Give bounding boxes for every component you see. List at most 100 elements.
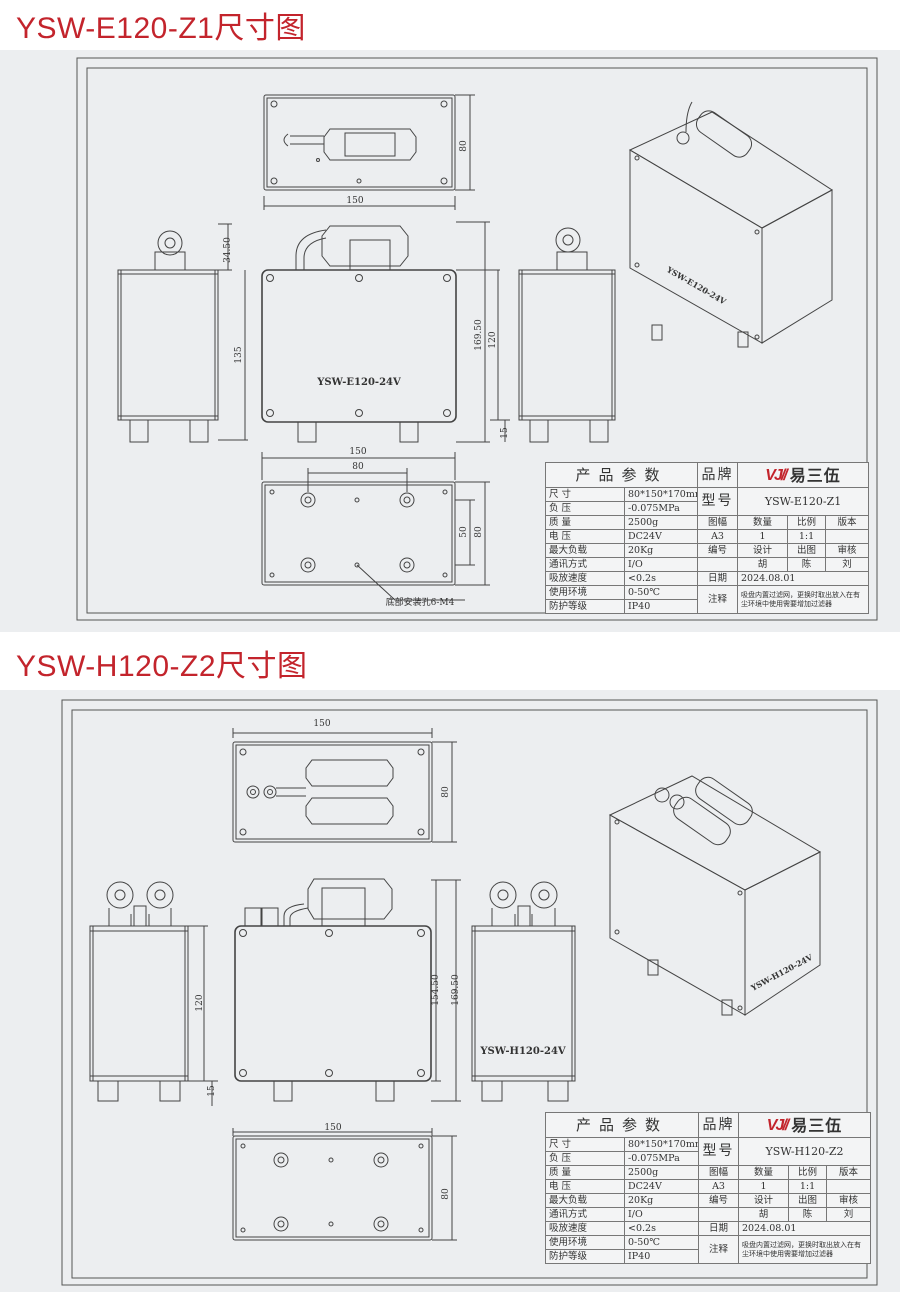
dim-bottom-width: 150 xyxy=(349,447,366,457)
param-label: 使用环境 xyxy=(545,585,625,600)
info-cell: 刘 xyxy=(826,1207,872,1222)
info-cell: 审核 xyxy=(825,543,870,558)
top-view-h120 xyxy=(232,728,457,843)
model-value: YSW-H120-Z2 xyxy=(738,1137,872,1166)
info-cell: 图幅 xyxy=(697,515,739,530)
brand-logo: VJ//易三伍 xyxy=(737,462,870,488)
model-label: 型号 xyxy=(698,1137,740,1166)
brand-logo-mark: VJ// xyxy=(766,1116,790,1134)
param-value: DC24V xyxy=(623,1179,700,1194)
info-cell: 刘 xyxy=(825,557,870,572)
dim-top-width: 150 xyxy=(346,196,363,206)
param-value: 20Kg xyxy=(623,1193,700,1208)
dim-bottom-hole-width: 80 xyxy=(352,462,364,472)
date-value: 2024.08.01 xyxy=(737,571,870,586)
info-cell: 1:1 xyxy=(788,1179,828,1194)
info-cell: 图幅 xyxy=(698,1165,740,1180)
info-cell xyxy=(825,529,870,544)
info-cell: 陈 xyxy=(787,557,827,572)
param-label: 尺寸 xyxy=(545,487,625,502)
info-cell: 1 xyxy=(737,529,789,544)
isometric-view-h120 xyxy=(608,775,822,1016)
section-title-e120: YSW-E120-Z1尺寸图 xyxy=(16,12,306,45)
param-label: 质量 xyxy=(545,1165,625,1180)
param-label: 负压 xyxy=(545,1151,625,1166)
dim-total-height-2: 169.50 xyxy=(451,974,461,1006)
info-cell: 比例 xyxy=(787,515,827,530)
top-view-e120 xyxy=(263,94,475,210)
left-side-view-e120 xyxy=(117,223,248,443)
param-value: <0.2s xyxy=(623,571,699,586)
info-cell: 设计 xyxy=(738,1193,790,1208)
mounting-hole-note: 底部安装孔6-M4 xyxy=(386,596,455,608)
info-cell: 编号 xyxy=(697,543,739,558)
param-label: 电压 xyxy=(545,1179,625,1194)
device-label-iso-e120: YSW-E120-24V xyxy=(664,264,728,307)
param-label: 通讯方式 xyxy=(545,1207,625,1222)
param-value: <0.2s xyxy=(623,1221,700,1236)
param-value: 0-50℃ xyxy=(623,1235,700,1250)
info-cell: 陈 xyxy=(788,1207,828,1222)
param-value: IP40 xyxy=(623,1249,700,1264)
param-value: I/O xyxy=(623,1207,700,1222)
drawing-frame-outer xyxy=(76,57,878,621)
dim-top-height: 80 xyxy=(459,140,469,152)
param-value: 80*150*170mm xyxy=(623,1137,700,1152)
param-value: 0-50℃ xyxy=(623,585,699,600)
param-label: 负压 xyxy=(545,501,625,516)
info-cell: 1 xyxy=(738,1179,790,1194)
dim-bottom-hole-height: 50 xyxy=(459,526,469,538)
dim-side-height-2: 120 xyxy=(195,994,205,1011)
isometric-view-e120 xyxy=(628,101,833,348)
info-cell xyxy=(698,1207,740,1222)
note-label: 注释 xyxy=(697,585,739,614)
model-value: YSW-E120-Z1 xyxy=(737,487,870,516)
param-label: 防护等级 xyxy=(545,599,625,614)
param-label: 尺寸 xyxy=(545,1137,625,1152)
param-label: 质量 xyxy=(545,515,625,530)
param-label: 使用环境 xyxy=(545,1235,625,1250)
info-cell: 审核 xyxy=(826,1193,872,1208)
param-value: -0.075MPa xyxy=(623,501,699,516)
param-value: DC24V xyxy=(623,529,699,544)
info-cell: 比例 xyxy=(788,1165,828,1180)
brand-name: 易三伍 xyxy=(791,1115,843,1135)
dim-foot-height-2: 15 xyxy=(207,1085,217,1097)
info-cell: 编号 xyxy=(698,1193,740,1208)
info-cell: 出图 xyxy=(788,1193,828,1208)
dim-bottom-height: 80 xyxy=(474,526,484,538)
dim-bottom-height-2: 80 xyxy=(441,1188,451,1200)
info-cell: A3 xyxy=(697,529,739,544)
info-cell: 版本 xyxy=(826,1165,872,1180)
dim-total-height: 169.50 xyxy=(474,319,484,351)
param-label: 通讯方式 xyxy=(545,557,625,572)
param-value: 80*150*170mm xyxy=(623,487,699,502)
param-label: 吸放速度 xyxy=(545,571,625,586)
date-label: 日期 xyxy=(698,1221,740,1236)
device-label-iso-h120: YSW-H120-24V xyxy=(748,952,815,994)
param-label: 电压 xyxy=(545,529,625,544)
brand-name: 易三伍 xyxy=(789,465,841,485)
date-value: 2024.08.01 xyxy=(738,1221,872,1236)
param-value: 2500g xyxy=(623,1165,700,1180)
info-cell: A3 xyxy=(698,1179,740,1194)
info-cell: 数量 xyxy=(738,1165,790,1180)
dim-bottom-width-2: 150 xyxy=(324,1123,341,1133)
dim-connector-height: 34.50 xyxy=(223,237,233,263)
param-label: 吸放速度 xyxy=(545,1221,625,1236)
device-label-side-h120: YSW-H120-24V xyxy=(479,1046,566,1057)
note-label: 注释 xyxy=(698,1235,740,1264)
bottom-view-h120 xyxy=(232,1128,457,1241)
brand-label: 品牌 xyxy=(698,1112,740,1138)
info-cell: 1:1 xyxy=(787,529,827,544)
drawing-frame-outer-2 xyxy=(61,699,878,1286)
section-title-h120: YSW-H120-Z2尺寸图 xyxy=(16,650,308,683)
param-value: 20Kg xyxy=(623,543,699,558)
brand-logo-mark: VJ// xyxy=(765,466,788,484)
brand-label: 品牌 xyxy=(697,462,739,488)
right-side-view-h120 xyxy=(471,881,576,1102)
dim-side-height: 135 xyxy=(234,346,244,363)
